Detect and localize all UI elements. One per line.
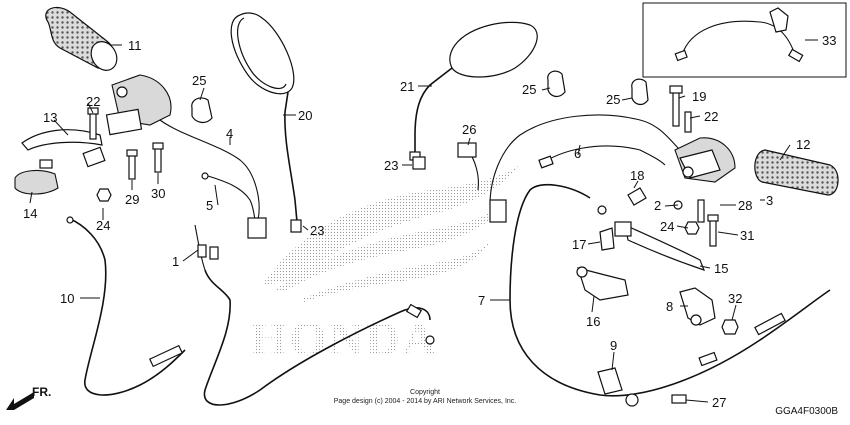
callout-14: 14 bbox=[23, 206, 37, 221]
right-lever-part bbox=[614, 221, 706, 271]
callout-24-right: 24 bbox=[660, 219, 674, 234]
callout-19: 19 bbox=[692, 89, 706, 104]
throttle-cable-part bbox=[194, 224, 435, 406]
copyright-line-2: Page design (c) 2004 - 2014 by ARI Netwo… bbox=[334, 398, 517, 405]
callout-33: 33 bbox=[822, 33, 836, 48]
callout-12: 12 bbox=[796, 137, 810, 152]
callout-27: 27 bbox=[712, 395, 726, 410]
left-grip-part bbox=[45, 7, 118, 71]
callout-20: 20 bbox=[298, 108, 312, 123]
callout-16: 16 bbox=[586, 314, 600, 329]
diagram-code: GGA4F0300B bbox=[775, 406, 838, 417]
leader-lines bbox=[29, 39, 818, 403]
cable-clamps bbox=[191, 70, 649, 124]
callout-25-right: 25 bbox=[606, 92, 620, 107]
callout-25-left: 25 bbox=[192, 73, 206, 88]
callout-23-left: 23 bbox=[310, 223, 324, 238]
callout-23-right: 23 bbox=[384, 158, 398, 173]
left-lever-part bbox=[21, 129, 106, 168]
bracket-9-part bbox=[597, 351, 718, 407]
bracket-parts bbox=[599, 187, 647, 251]
callout-17: 17 bbox=[572, 237, 586, 252]
callout-31: 31 bbox=[740, 228, 754, 243]
callout-32: 32 bbox=[728, 291, 742, 306]
switch-16-part bbox=[576, 266, 629, 301]
callout-15: 15 bbox=[714, 261, 728, 276]
callout-22-left: 22 bbox=[86, 94, 100, 109]
front-arrow-label: FR. bbox=[32, 385, 51, 399]
inset-box bbox=[642, 2, 847, 78]
wire-harness-left bbox=[159, 119, 267, 239]
callout-4: 4 bbox=[226, 126, 233, 141]
callout-5: 5 bbox=[206, 198, 213, 213]
callout-28: 28 bbox=[738, 198, 752, 213]
callout-22-right: 22 bbox=[704, 109, 718, 124]
callout-25-mid: 25 bbox=[522, 82, 536, 97]
callout-26: 26 bbox=[462, 122, 476, 137]
bracket-8-part bbox=[679, 287, 716, 326]
bolt-32-part bbox=[721, 319, 739, 335]
callout-30: 30 bbox=[151, 186, 165, 201]
brake-switch-part bbox=[14, 159, 59, 195]
right-harness-part bbox=[457, 114, 681, 223]
callout-3: 3 bbox=[766, 193, 773, 208]
callout-29: 29 bbox=[125, 192, 139, 207]
callout-21: 21 bbox=[400, 79, 414, 94]
rear-brake-cable-part bbox=[509, 183, 831, 397]
callout-10: 10 bbox=[60, 291, 74, 306]
left-mirror-part bbox=[230, 12, 302, 233]
callout-11: 11 bbox=[128, 38, 142, 53]
left-brake-cable-part bbox=[66, 216, 186, 396]
callout-24-left: 24 bbox=[96, 218, 110, 233]
callout-1: 1 bbox=[172, 254, 179, 269]
callout-13: 13 bbox=[43, 110, 57, 125]
copyright-line-1: Copyright bbox=[410, 389, 440, 396]
right-grip-part bbox=[754, 149, 839, 196]
right-switch-housing-part bbox=[674, 137, 736, 183]
left-switch-housing-part bbox=[105, 74, 172, 136]
honda-wing-watermark: HONDA bbox=[250, 165, 520, 366]
callout-18: 18 bbox=[630, 168, 644, 183]
callout-8: 8 bbox=[666, 299, 673, 314]
right-mirror-part bbox=[409, 21, 538, 170]
callout-7: 7 bbox=[478, 293, 485, 308]
callout-labels: 11 22 13 14 25 4 5 1 10 24 29 30 20 23 2… bbox=[23, 33, 836, 410]
callout-2: 2 bbox=[654, 198, 661, 213]
front-direction-arrow: FR. bbox=[6, 385, 51, 410]
callout-6: 6 bbox=[574, 146, 581, 161]
callout-9: 9 bbox=[610, 338, 617, 353]
bolts-right bbox=[669, 85, 719, 247]
